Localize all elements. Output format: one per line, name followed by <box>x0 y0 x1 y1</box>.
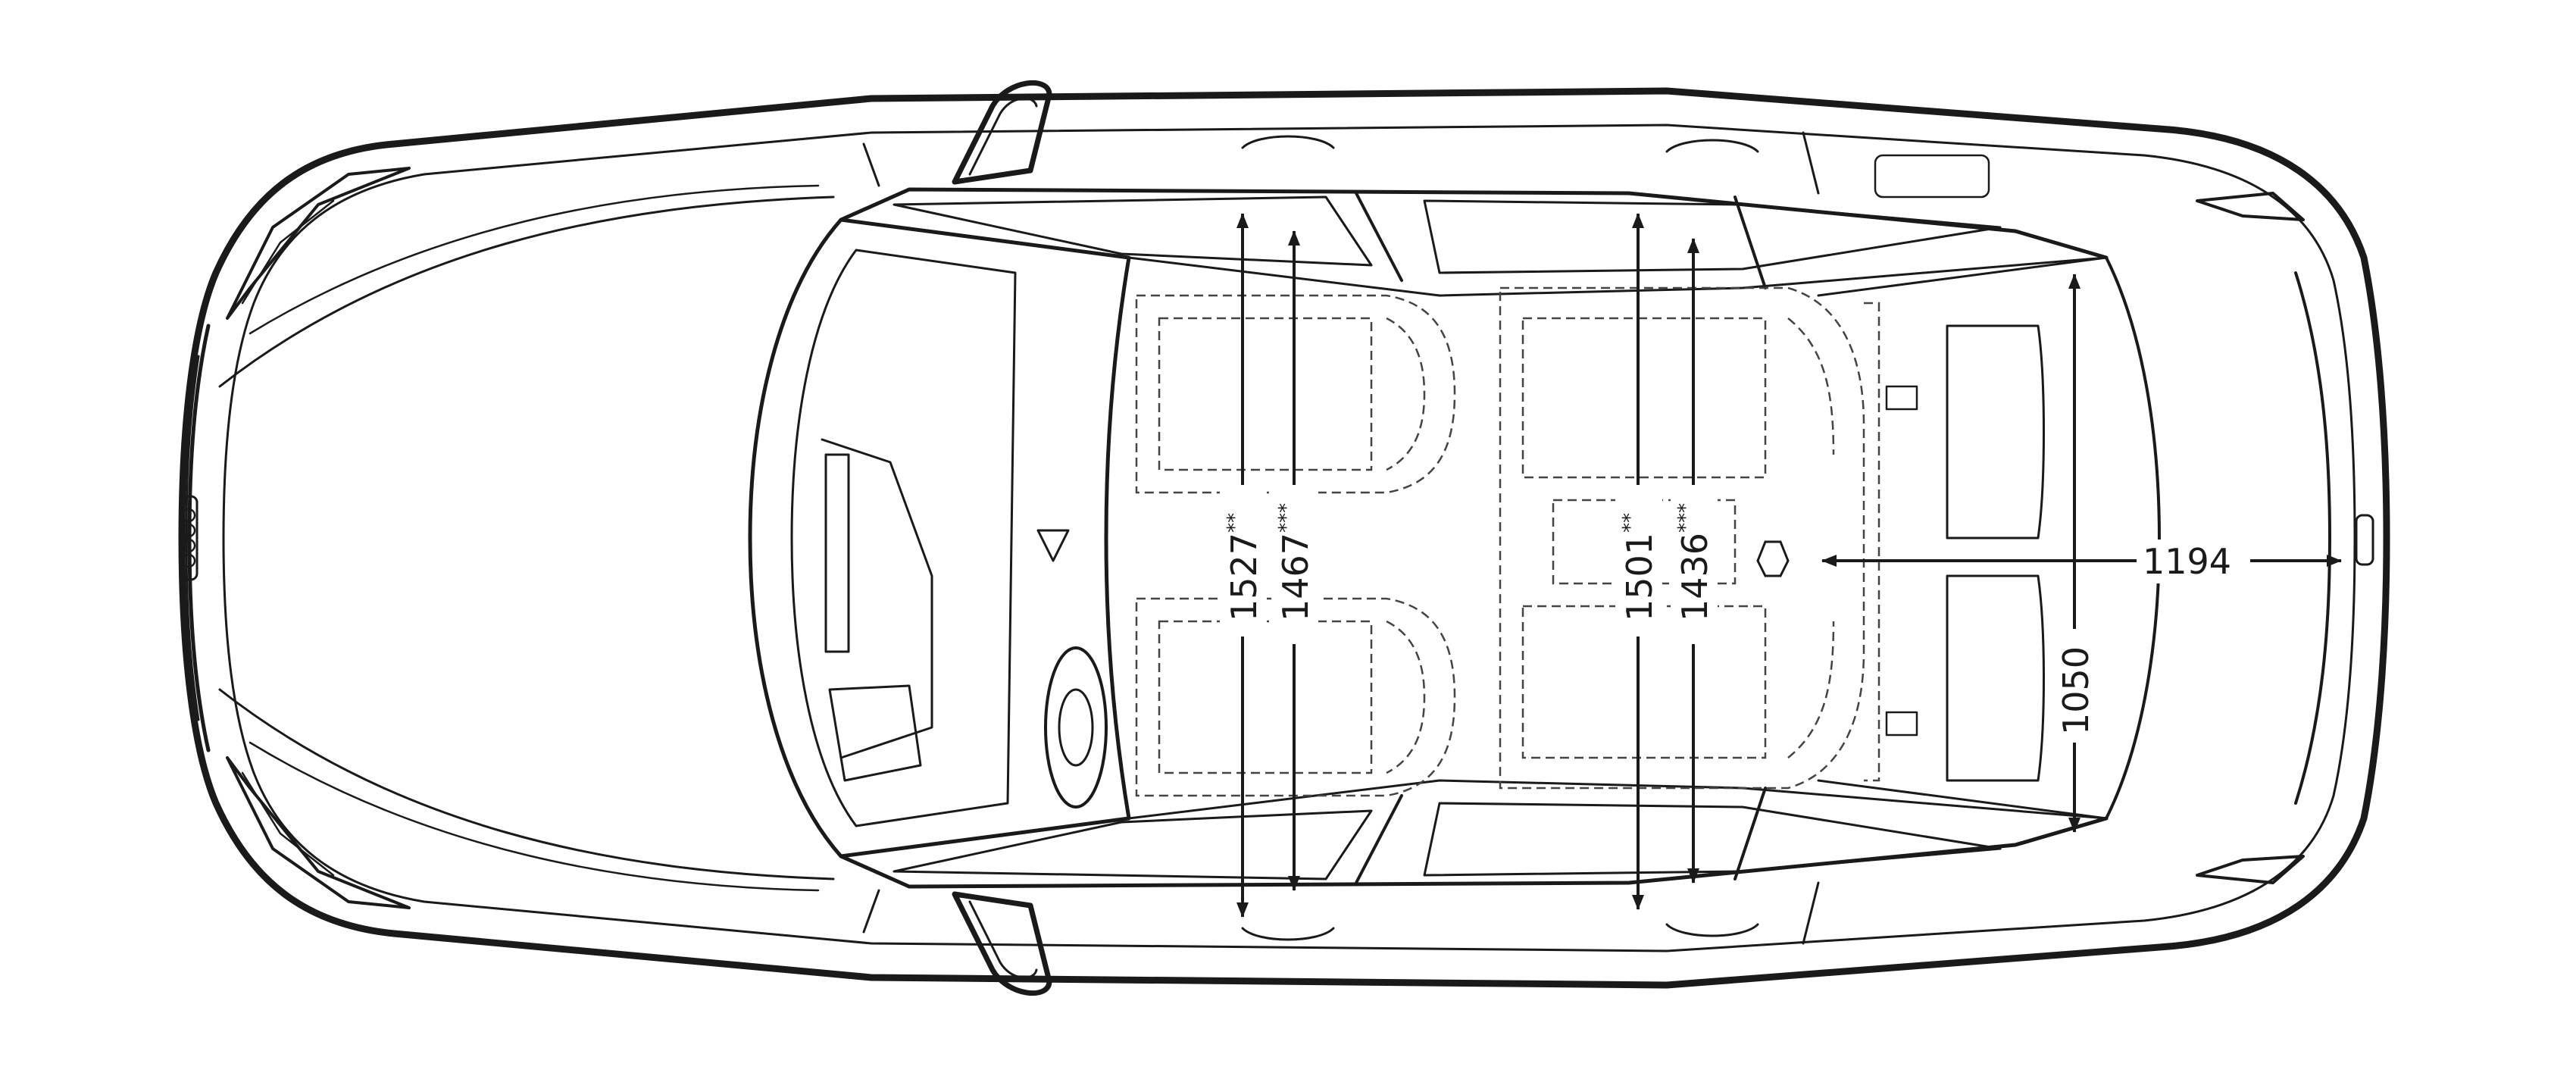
seat-buckle <box>1756 540 1790 577</box>
rear-seat <box>1499 286 1865 790</box>
label-front-elbow: 1467*** <box>1275 503 1316 621</box>
side-window-rear-right <box>1423 802 2002 877</box>
label-front-shoulder: 1527** <box>1224 513 1265 621</box>
body-outline <box>178 87 2390 989</box>
front-right-seat <box>1135 597 1456 797</box>
label-trunk-width: 1050 <box>2055 646 2096 735</box>
left-taillight <box>2196 192 2305 221</box>
label-rear-shoulder: 1501** <box>1619 513 1660 621</box>
steering-wheel <box>1044 646 1108 809</box>
left-mirror <box>952 80 1052 185</box>
side-window-front-right <box>893 809 1373 881</box>
label-rear-elbow: 1436*** <box>1674 503 1715 621</box>
front-left-seat <box>1135 294 1456 494</box>
rear-window <box>2105 256 2161 820</box>
label-trunk-length: 1194 <box>2143 541 2231 582</box>
front-grille <box>187 324 211 752</box>
left-headlight <box>226 167 411 320</box>
right-mirror <box>952 891 1052 996</box>
side-window-rear-left <box>1423 199 2002 274</box>
right-taillight <box>2196 855 2305 884</box>
dashboard <box>821 438 933 759</box>
car-body <box>178 80 2390 996</box>
right-headlight <box>226 756 411 909</box>
windshield <box>748 217 1131 859</box>
side-window-front-left <box>893 195 1373 267</box>
